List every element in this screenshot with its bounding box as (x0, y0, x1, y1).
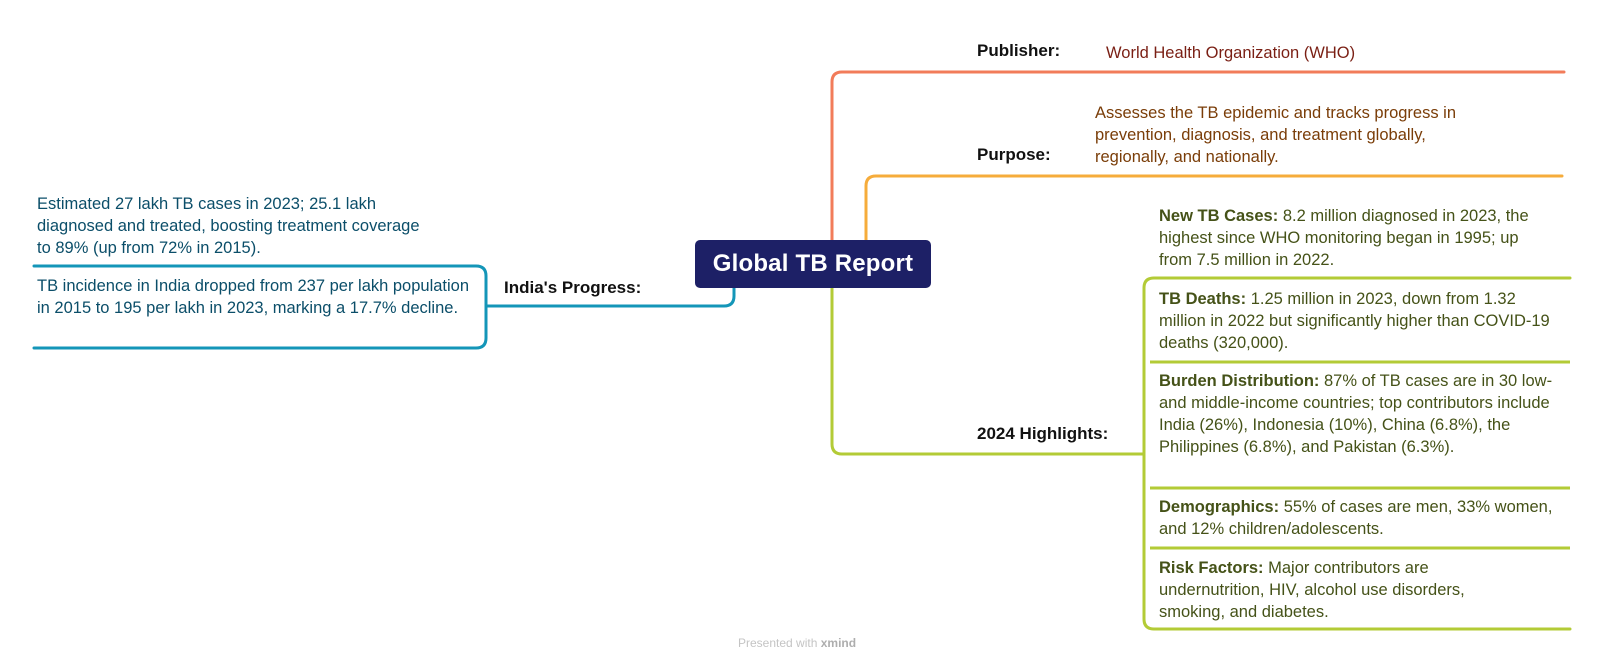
highlights-label[interactable]: 2024 Highlights: (977, 424, 1109, 443)
india-item-incidence[interactable]: TB incidence in India dropped from 237 p… (37, 277, 470, 317)
highlight-tb-deaths[interactable]: TB Deaths: 1.25 million in 2023, down fr… (1159, 288, 1559, 354)
highlight-text: 87% of TB cases are in 30 low- and middl… (1159, 372, 1553, 456)
india-item-coverage[interactable]: Estimated 27 lakh TB cases in 2023; 25.1… (37, 195, 420, 257)
publisher-connector (830, 70, 1566, 242)
purpose-connector (864, 174, 1564, 242)
publisher-value[interactable]: World Health Organization (WHO) (1106, 44, 1356, 62)
highlight-text: 55% of cases are men, 33% women, and 12%… (1159, 498, 1553, 538)
india-bracket (32, 264, 488, 308)
footer-prefix: Presented with (738, 636, 818, 650)
highlight-burden-distribution[interactable]: Burden Distribution: 87% of TB cases are… (1159, 370, 1564, 458)
highlight-text: 1.25 million in 2023, down from 1.32 mil… (1159, 290, 1550, 352)
publisher-label[interactable]: Publisher: (977, 41, 1061, 60)
highlight-key: Demographics: (1159, 498, 1280, 516)
india-label[interactable]: India's Progress: (504, 278, 642, 297)
central-topic[interactable]: Global TB Report (695, 240, 931, 288)
highlights-bracket (1142, 276, 1572, 456)
highlight-text: 8.2 million diagnosed in 2023, the highe… (1159, 207, 1529, 269)
highlight-key: New TB Cases: (1159, 207, 1279, 225)
india-bracket-lower (32, 304, 488, 350)
highlights-bracket-lower (1142, 452, 1572, 631)
highlight-text: Major contributors are undernutrition, H… (1159, 559, 1465, 621)
highlight-demographics[interactable]: Demographics: 55% of cases are men, 33% … (1159, 496, 1559, 540)
india-connector (484, 286, 736, 308)
purpose-value[interactable]: Assesses the TB epidemic and tracks prog… (1095, 104, 1457, 166)
highlight-key: Risk Factors: (1159, 559, 1264, 577)
xmind-logo: xmind (820, 636, 857, 650)
highlight-key: Burden Distribution: (1159, 372, 1320, 390)
highlight-risk-factors[interactable]: Risk Factors: Major contributors are und… (1159, 557, 1529, 623)
highlight-new-tb-cases[interactable]: New TB Cases: 8.2 million diagnosed in 2… (1159, 205, 1554, 271)
highlights-connector (830, 286, 1146, 456)
purpose-label[interactable]: Purpose: (977, 145, 1051, 164)
footer-attribution: Presented with xmind (738, 636, 856, 650)
highlight-key: TB Deaths: (1159, 290, 1247, 308)
